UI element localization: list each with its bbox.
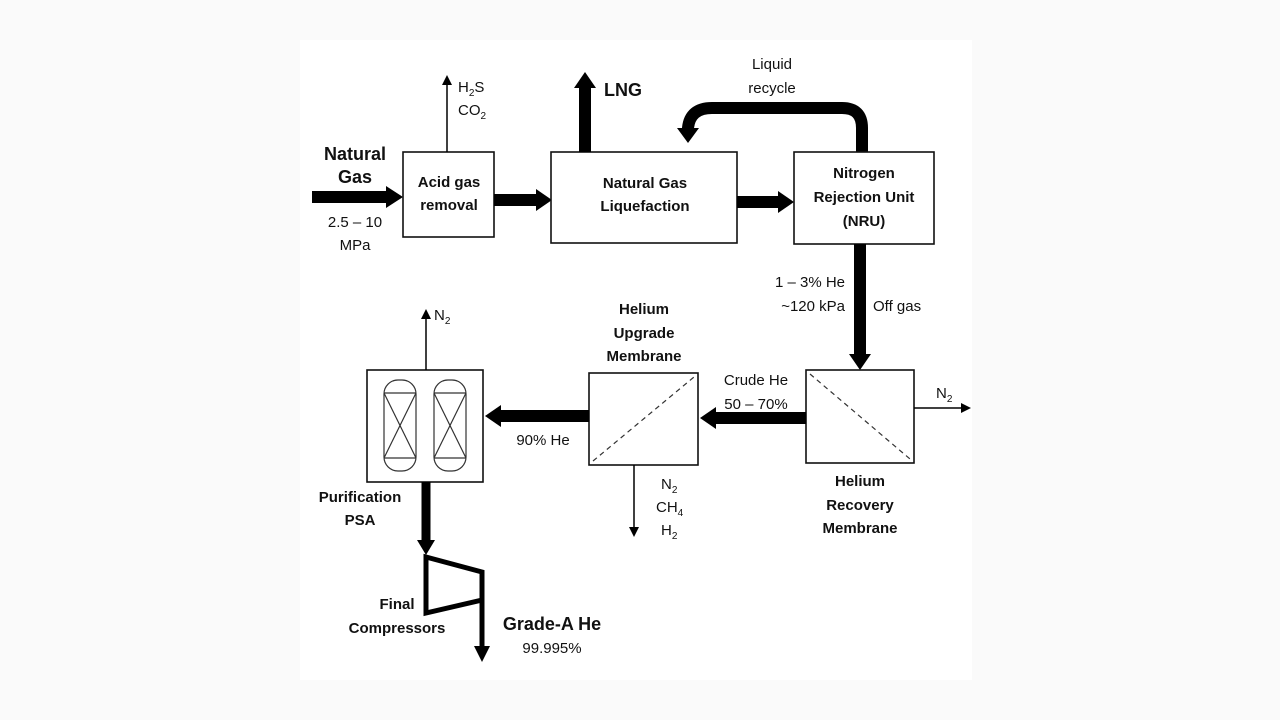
upgrade-membrane-divider bbox=[592, 376, 695, 462]
recovery-label-2: Recovery bbox=[826, 497, 894, 514]
lng-arrow bbox=[574, 72, 596, 152]
psa-to-compressor-arrow bbox=[417, 482, 435, 555]
compressor-label-2: Compressors bbox=[349, 620, 446, 637]
nru-label-3: (NRU) bbox=[843, 213, 886, 230]
off-gas-arrow bbox=[849, 244, 871, 370]
upgrade-vent-ch4: CH4 bbox=[656, 499, 684, 519]
recovery-label-1: Helium bbox=[835, 473, 885, 490]
feed-pressure-2: MPa bbox=[340, 237, 372, 254]
liquefaction-label-2: Liquefaction bbox=[600, 198, 689, 215]
lng-label: LNG bbox=[604, 80, 642, 100]
upgrade-vent-n2: N2 bbox=[661, 476, 678, 496]
upgrade-vent-h2: H2 bbox=[661, 522, 678, 542]
psa-label-2: PSA bbox=[345, 512, 376, 529]
psa-box bbox=[366, 369, 484, 483]
recovery-membrane-divider bbox=[809, 373, 911, 460]
psa-n2-label: N2 bbox=[434, 307, 451, 327]
crude-he-purity: 50 – 70% bbox=[724, 396, 787, 413]
upgrade-label-1: Helium bbox=[619, 301, 669, 318]
liquefaction-label-1: Natural Gas bbox=[603, 175, 687, 192]
feed-label-1: Natural bbox=[324, 144, 386, 164]
off-gas-he-content: 1 – 3% He bbox=[775, 274, 845, 291]
recovery-n2-label: N2 bbox=[936, 385, 953, 405]
feed-arrow bbox=[312, 186, 403, 208]
acid-gas-label-1: Acid gas bbox=[418, 174, 481, 191]
arrow-to-liquefaction bbox=[494, 189, 552, 211]
crude-he-arrow bbox=[700, 407, 806, 429]
acid-gas-removal-box bbox=[402, 151, 495, 238]
upgrade-label-2: Upgrade bbox=[614, 325, 675, 342]
nru-label-1: Nitrogen bbox=[833, 165, 895, 182]
crude-he-label: Crude He bbox=[724, 372, 788, 389]
he90-label: 90% He bbox=[516, 432, 569, 449]
product-label: Grade-A He bbox=[503, 614, 601, 634]
arrow-to-nru bbox=[737, 191, 794, 213]
product-purity: 99.995% bbox=[522, 640, 581, 657]
recycle-label-2: recycle bbox=[748, 80, 796, 97]
psa-vessel-right bbox=[433, 379, 467, 472]
feed-label-2: Gas bbox=[338, 167, 372, 187]
psa-vessel-left bbox=[383, 379, 417, 472]
he90-arrow bbox=[485, 405, 589, 427]
nru-label-2: Rejection Unit bbox=[814, 189, 915, 206]
product-arrow bbox=[474, 572, 490, 662]
upgrade-label-3: Membrane bbox=[606, 348, 681, 365]
h2s-label: H2S bbox=[458, 79, 484, 99]
acid-gas-label-2: removal bbox=[420, 197, 478, 214]
liquefaction-box bbox=[550, 151, 738, 244]
nru-box bbox=[793, 151, 935, 245]
liquid-recycle-arrow bbox=[677, 102, 868, 152]
off-gas-label: Off gas bbox=[873, 298, 921, 315]
compressor-label-1: Final bbox=[379, 596, 414, 613]
psa-label-1: Purification bbox=[319, 489, 402, 506]
feed-pressure-1: 2.5 – 10 bbox=[328, 214, 382, 231]
recycle-label-1: Liquid bbox=[752, 56, 792, 73]
recovery-label-3: Membrane bbox=[822, 520, 897, 537]
off-gas-pressure: ~120 kPa bbox=[781, 298, 845, 315]
co2-label: CO2 bbox=[458, 102, 487, 122]
